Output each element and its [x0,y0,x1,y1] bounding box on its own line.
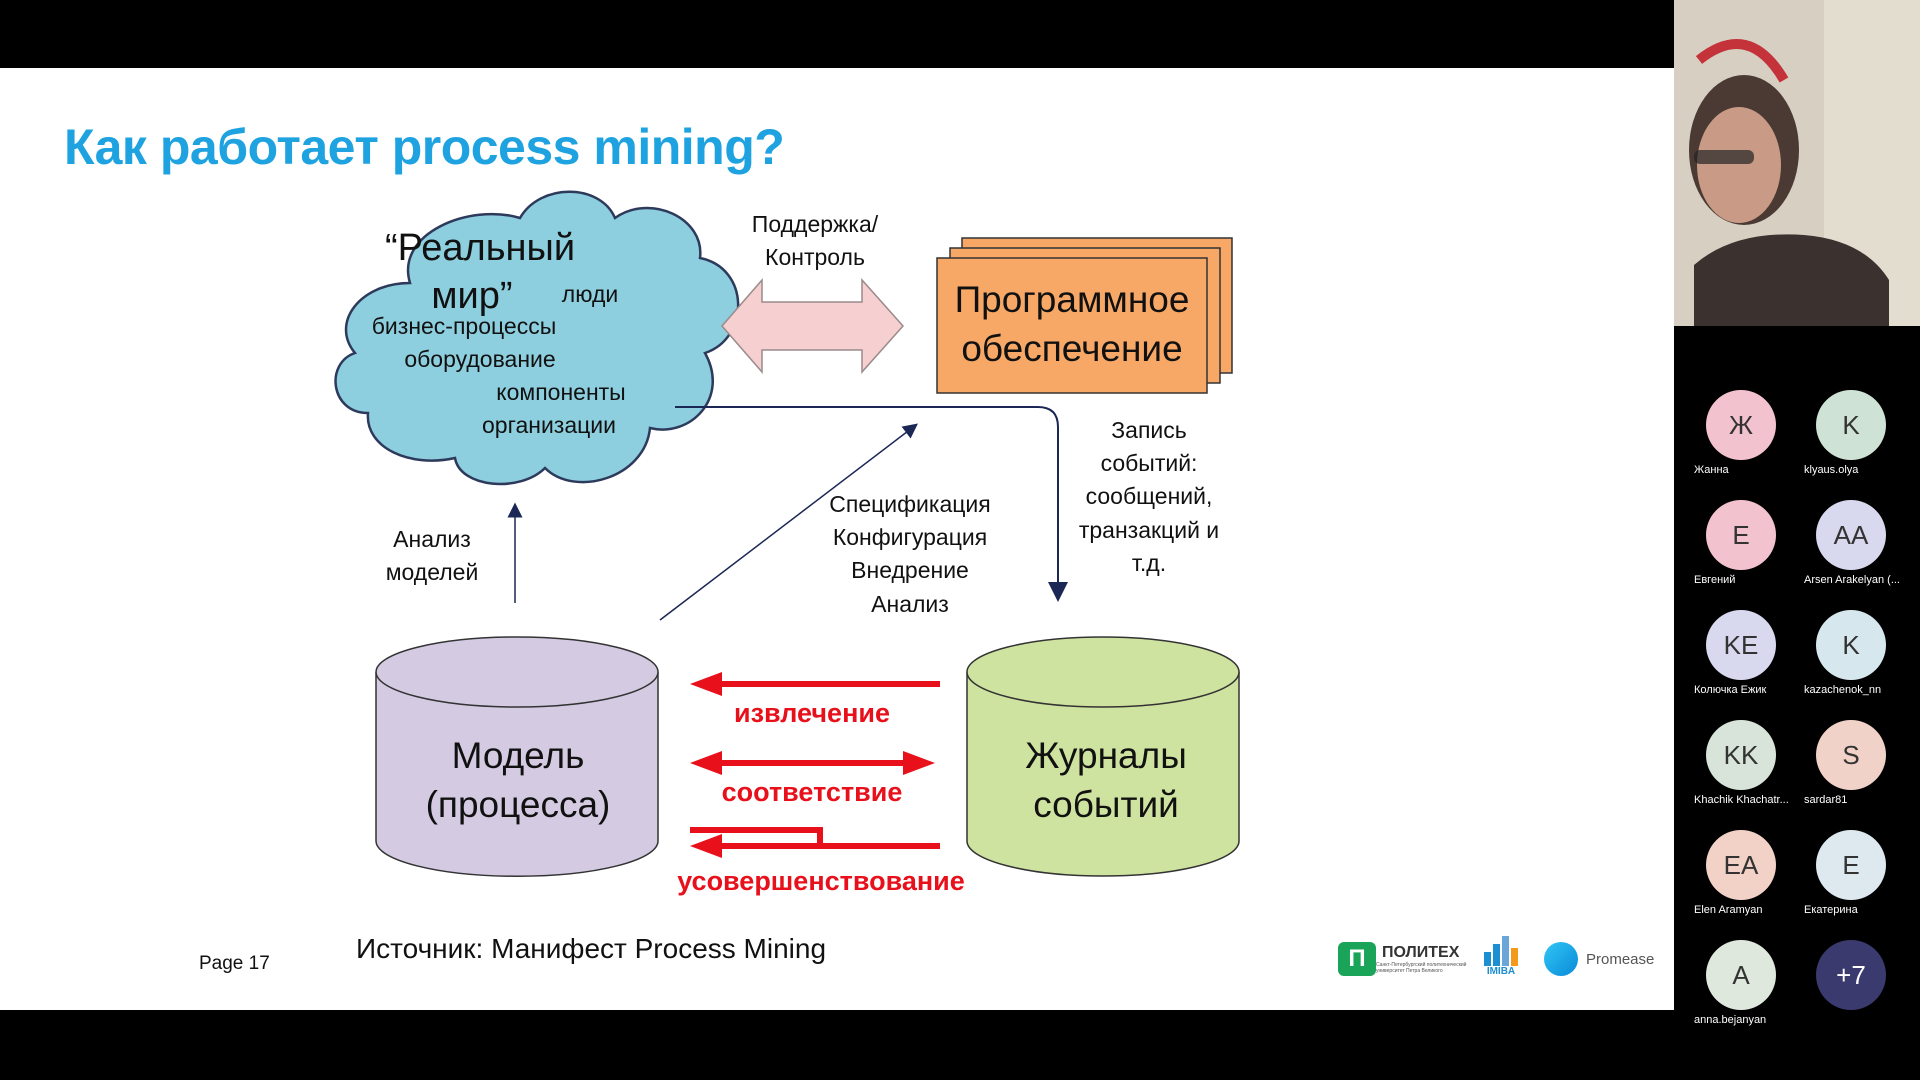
cloud-shape [334,190,740,486]
more-participants-button[interactable]: +7 [1796,940,1906,1010]
support-double-arrow [721,277,905,375]
participant-name: Екатерина [1804,904,1858,916]
cloud-item-people: люди [562,281,618,307]
participant-name: anna.bejanyan [1694,1014,1767,1026]
participant-tile[interactable]: E Екатерина [1796,830,1906,916]
imiba-logo: IMIBA [1484,936,1518,977]
participant-tile[interactable]: Ж Жанна [1686,390,1796,476]
svg-text:транзакций и: транзакций и [1079,517,1219,543]
participant-avatar: K [1816,610,1886,680]
cloud-item-organizations: организации [482,412,616,438]
analysis-label-line1: Анализ [393,526,471,552]
participant-avatar: K [1816,390,1886,460]
participant-avatar: A [1706,940,1776,1010]
spec-arrow [659,423,918,621]
svg-text:т.д.: т.д. [1132,550,1166,576]
extraction-arrow [690,672,940,696]
footer-logos: П ПОЛИТЕХ Санкт-Петербургский политехнич… [1338,936,1658,986]
participant-avatar: EA [1706,830,1776,900]
real-world-cloud: “Реальный мир” люди бизнес-процессы обор… [334,190,740,486]
software-label-line1: Программное [955,279,1190,320]
cloud-item-equipment: оборудование [404,346,555,372]
participant-avatar: KE [1706,610,1776,680]
process-mining-diagram: “Реальный мир” люди бизнес-процессы обор… [334,190,1240,896]
participant-avatar: +7 [1816,940,1886,1010]
svg-text:Внедрение: Внедрение [851,557,969,583]
enhancement-label: усовершенствование [677,866,965,896]
participant-avatar: S [1816,720,1886,790]
participant-avatar: AA [1816,500,1886,570]
participant-avatar: KK [1706,720,1776,790]
participant-name: klyaus.olya [1804,464,1859,476]
record-label: Запись событий: сообщений, транзакций и … [1079,417,1219,576]
logs-label-line2: событий [1033,784,1179,825]
analysis-label-line2: моделей [386,559,479,585]
svg-text:сообщений,: сообщений, [1086,483,1213,509]
logs-cylinder: Журналы событий [966,636,1240,877]
model-cylinder: Модель (процесса) [375,636,659,877]
cloud-item-business: бизнес-процессы [372,313,557,339]
participant-avatar: E [1816,830,1886,900]
software-stack: Программное обеспечение [936,237,1233,394]
svg-text:Спецификация: Спецификация [829,491,990,517]
participant-name: Колючка Ежик [1694,684,1767,696]
promease-logo: Promease [1544,942,1654,976]
svg-text:Конфигурация: Конфигурация [833,524,987,550]
participant-name: sardar81 [1804,794,1848,806]
participant-name: Arsen Arakelyan (... [1804,574,1900,586]
svg-text:Анализ: Анализ [871,591,949,617]
participant-tile[interactable]: E Евгений [1686,500,1796,586]
presentation-slide: Как работает process mining? “Реальный м… [0,68,1674,1010]
model-label-line1: Модель [452,735,585,776]
politech-logo: П ПОЛИТЕХ Санкт-Петербургский политехнич… [1338,942,1476,976]
participant-name: Жанна [1694,464,1729,476]
source-caption: Источник: Манифест Process Mining [356,933,827,964]
participant-avatar: E [1706,500,1776,570]
spec-label: Спецификация Конфигурация Внедрение Анал… [829,491,990,617]
participant-tile[interactable]: AA Arsen Arakelyan (... [1796,500,1906,586]
enhancement-arrow [690,827,940,858]
participant-name: Евгений [1694,574,1736,586]
logs-label-line1: Журналы [1025,735,1187,776]
cloud-item-components: компоненты [496,379,625,405]
conformance-label: соответствие [722,777,903,807]
speaker-video-image [1674,0,1920,326]
cloud-title-line1: “Реальный [385,227,575,269]
page-number: Page 17 [199,953,270,974]
participant-tile[interactable]: EA Elen Aramyan [1686,830,1796,916]
extraction-label: извлечение [734,698,890,728]
cloud-title-line2: мир” [431,275,512,317]
conformance-arrow [690,751,935,775]
participant-avatar: Ж [1706,390,1776,460]
model-label-line2: (процесса) [426,784,611,825]
svg-text:Запись: Запись [1111,417,1186,443]
participant-tile[interactable]: KK Khachik Khachatr... [1686,720,1796,806]
participant-name: Elen Aramyan [1694,904,1763,916]
record-events-arrow [675,406,1068,602]
support-label-line2: Контроль [765,244,865,270]
participant-name: Khachik Khachatr... [1694,794,1789,806]
participant-name: kazachenok_nn [1804,684,1882,696]
participant-tile[interactable]: KE Колючка Ежик [1686,610,1796,696]
svg-text:событий:: событий: [1101,450,1198,476]
support-label-line1: Поддержка/ [752,211,879,237]
software-label-line2: обеспечение [961,328,1182,369]
speaker-video-tile[interactable] [1674,0,1920,326]
slide-title: Как работает process mining? [64,119,785,175]
